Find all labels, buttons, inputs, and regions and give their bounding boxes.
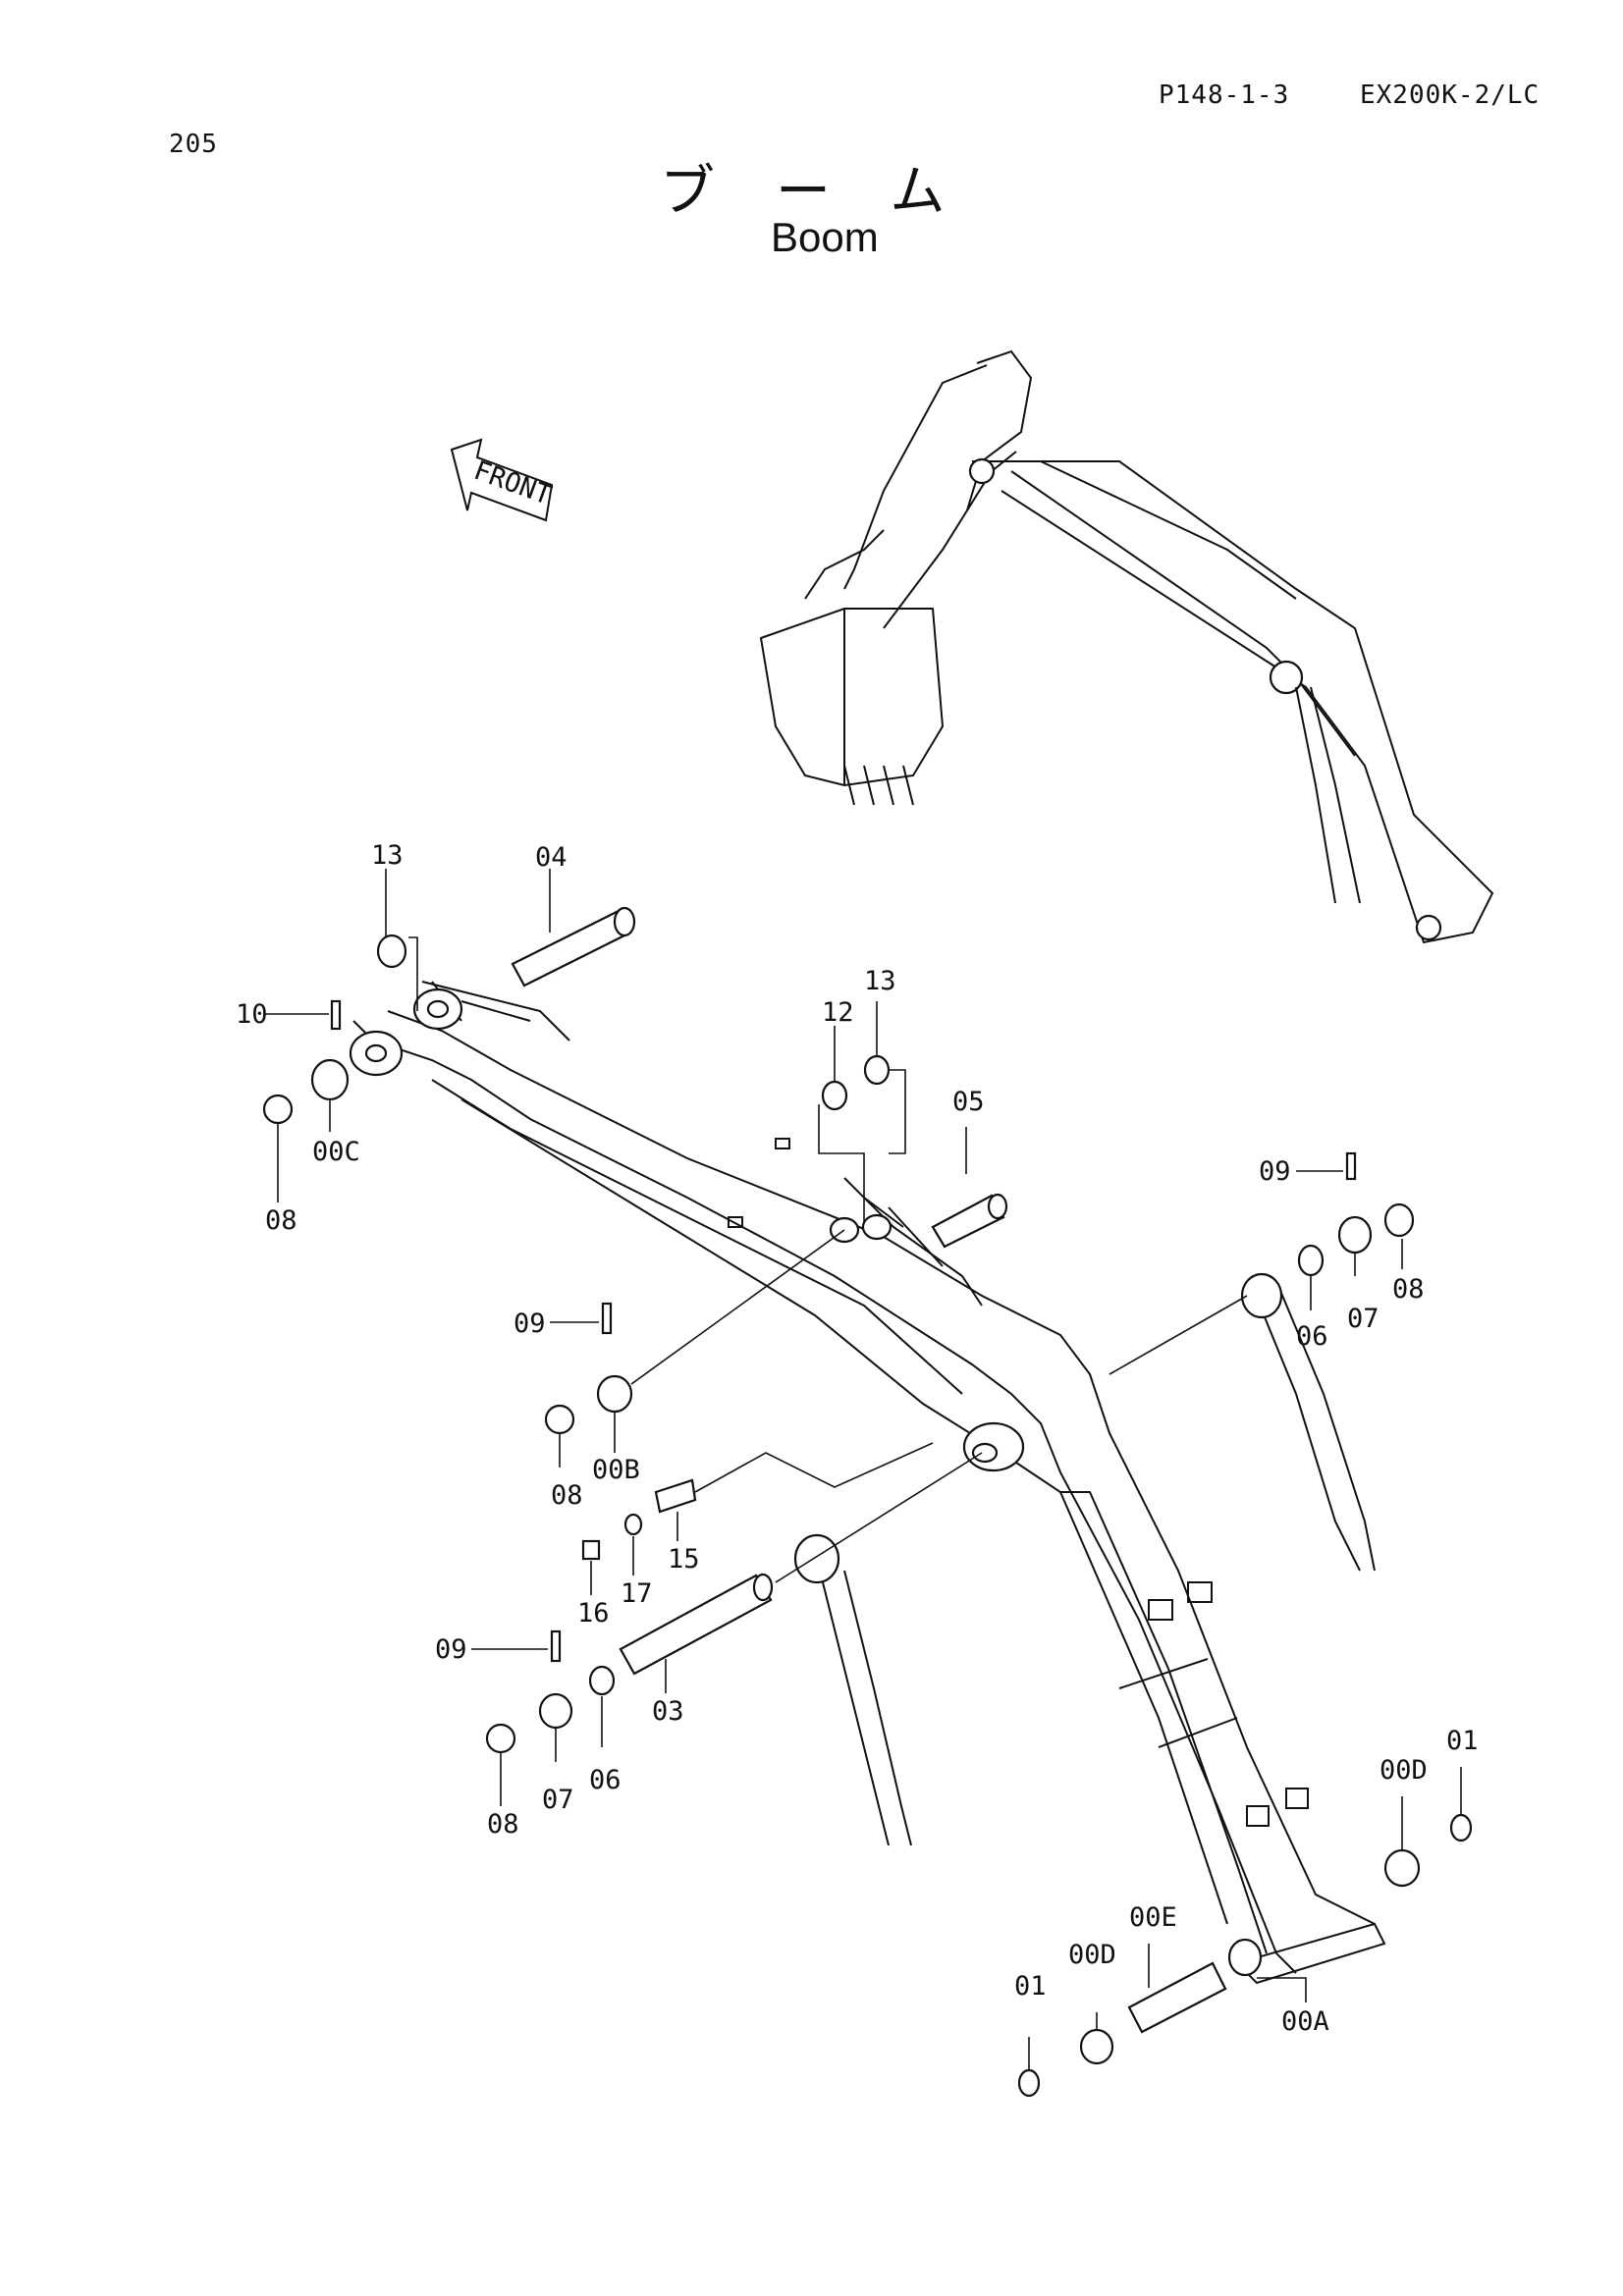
callout-12: 12: [822, 997, 854, 1028]
callout-00d-a: 00D: [1380, 1755, 1428, 1786]
page-code: P148-1-3: [1159, 80, 1290, 110]
callout-08b: 08: [1392, 1274, 1425, 1305]
callout-15: 15: [668, 1544, 700, 1575]
pivot-bosses: [349, 988, 1263, 1977]
callout-09c: 09: [435, 1634, 467, 1665]
callout-07a: 07: [1347, 1304, 1380, 1334]
callout-09b: 09: [514, 1308, 546, 1339]
callout-06a: 06: [1296, 1321, 1328, 1352]
callout-00b: 00B: [592, 1455, 640, 1485]
excavator-overview: [759, 349, 1494, 944]
callout-16: 16: [577, 1598, 610, 1629]
callout-08a: 08: [265, 1205, 298, 1236]
front-label: FRONT: [469, 455, 555, 511]
callout-08c: 08: [551, 1480, 583, 1511]
parts: [262, 906, 1473, 2098]
callout-00c: 00C: [312, 1137, 360, 1167]
callout-00e: 00E: [1129, 1902, 1177, 1933]
callout-17: 17: [621, 1578, 653, 1609]
callout-03: 03: [652, 1696, 684, 1727]
callout-06b: 06: [589, 1765, 622, 1795]
callout-00d-b: 00D: [1068, 1940, 1116, 1970]
callout-01b: 01: [1014, 1971, 1047, 2002]
callout-09a: 09: [1259, 1156, 1291, 1187]
callout-04: 04: [535, 842, 568, 873]
front-arrow-icon: FRONT: [450, 438, 555, 522]
callout-10: 10: [236, 999, 268, 1030]
callout-00a: 00A: [1281, 2006, 1329, 2037]
callout-01a: 01: [1446, 1726, 1479, 1756]
callout-13b: 13: [864, 966, 896, 996]
model-number: EX200K-2/LC: [1360, 80, 1541, 110]
title-japanese: ブーム: [660, 160, 1006, 224]
callout-13a: 13: [371, 840, 404, 871]
boom-body: [352, 981, 1386, 1985]
callouts: 13 04 10 00C 08 12 13 05 09 06 07 08 09 …: [236, 840, 1479, 2037]
title-english: Boom: [771, 214, 879, 260]
callout-07b: 07: [542, 1785, 574, 1815]
page-number: 205: [169, 130, 218, 159]
callout-08d: 08: [487, 1809, 519, 1840]
leader-lines: [265, 869, 1462, 2070]
callout-05: 05: [952, 1087, 985, 1117]
